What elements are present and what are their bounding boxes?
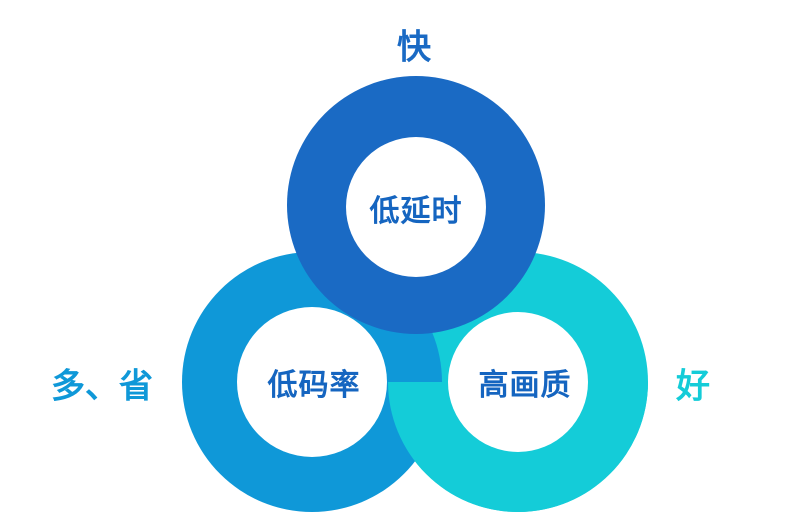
ring-top bbox=[287, 76, 545, 334]
label-fast: 快 bbox=[397, 27, 431, 68]
label-low-bitrate: 低码率 bbox=[267, 368, 361, 403]
ring-right-inner-front bbox=[448, 382, 588, 452]
ring-left-inner bbox=[237, 307, 387, 457]
label-good: 好 bbox=[676, 366, 710, 407]
label-low-latency: 低延时 bbox=[369, 194, 463, 229]
ring-right-front-half bbox=[388, 382, 648, 512]
ring-top-inner bbox=[346, 137, 486, 277]
label-high-quality: 高画质 bbox=[478, 368, 572, 403]
label-more-save: 多、省 bbox=[51, 366, 153, 407]
